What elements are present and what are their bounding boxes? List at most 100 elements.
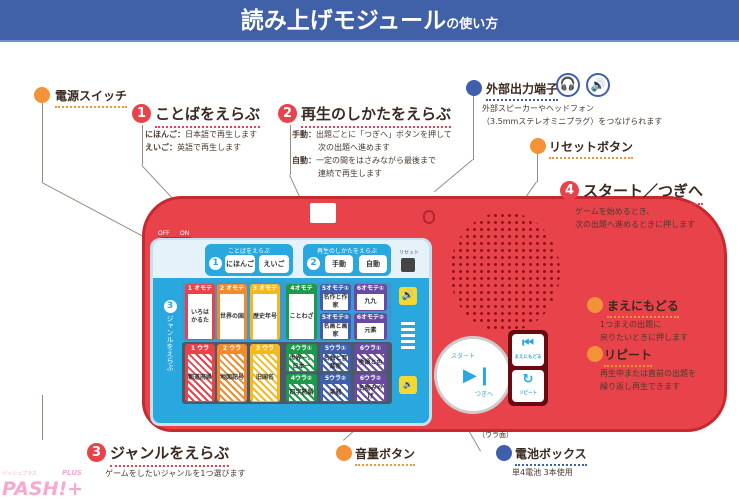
card-title: 世界の国 (220, 294, 244, 339)
genre-card[interactable]: 2 ウラ地図記号 (217, 344, 247, 402)
desc-key: にほんご： (145, 130, 185, 139)
desc-line: 次の出題へ進めるときに押します (575, 220, 695, 229)
genre-card[interactable]: 3 ウラ旧国名 (250, 344, 280, 402)
reset-label: リセット (399, 250, 420, 256)
desc-line: 単4電池 3本使用 (512, 468, 573, 477)
repeat-callout-label: リピート (604, 346, 653, 367)
card-title: 名画と画家 (323, 323, 348, 339)
card-header: 1 オモテ (187, 285, 213, 292)
next-label: つぎへ (475, 391, 494, 398)
card-header: 6ウラ② (359, 375, 382, 382)
leader-line (142, 125, 143, 165)
leader-line (42, 100, 43, 182)
auto-button[interactable]: 自動 (359, 255, 387, 273)
desc-line: 外部スピーカーやヘッドフォン (482, 104, 594, 113)
card-header: 1 ウラ (190, 345, 210, 352)
step1-label: ことばをえらぶ (155, 103, 261, 128)
back-callout-dot (587, 297, 603, 313)
playback-mode-title: 再生のしかたをえらぶ (316, 248, 377, 255)
reset-button[interactable] (401, 258, 415, 272)
desc-line: 連続で再生します (292, 167, 452, 180)
card-title: 世界一、日本一 (289, 354, 314, 371)
desc-line: 次の出題へ進めます (292, 141, 452, 154)
genre-title: ジャンルをえらぶ (166, 315, 174, 371)
output-jack[interactable] (423, 210, 435, 224)
speaker-grill (450, 212, 560, 332)
volume-down-button[interactable]: 🔉 (399, 376, 417, 394)
desc-key: 自動： (292, 156, 316, 165)
card-header: 4ウラ① (290, 345, 313, 352)
english-button[interactable]: えいご (259, 255, 289, 273)
step2-desc: 手動：出題ごとに「つぎへ」ボタンを押して次の出題へ進めます自動：一定の間をはさみ… (292, 128, 452, 180)
step1-num: 1 (132, 104, 151, 123)
power-callout-label: 電源スイッチ (55, 87, 128, 108)
reset-callout-dot (530, 138, 546, 154)
desc-line: ゲームを始めるとき、 (575, 207, 655, 216)
skip-back-icon: ⏮ (522, 336, 534, 351)
genre-card[interactable]: 4オモテことわざ (286, 284, 317, 340)
desc-text: 日本語で再生します (185, 130, 257, 139)
card-title: いろは かるた (188, 294, 212, 339)
leader-line (290, 125, 291, 175)
start-next-button[interactable]: スタート ▶❙ つぎへ (434, 336, 512, 414)
step3-num: 3 (87, 443, 106, 462)
genre-card[interactable]: 1 ウラ都道府県 (185, 344, 215, 402)
output-desc: 外部スピーカーやヘッドフォン（3.5mmステレオミニプラグ）をつなげられます (482, 102, 662, 128)
card-title: 旧国名 (253, 354, 277, 401)
desc-text: 次の出題へ進めます (318, 143, 390, 152)
volume-level-indicator (401, 322, 415, 352)
genre-label-strip: 3 ジャンルをえらぶ (160, 282, 180, 404)
desc-line: 手動：出題ごとに「つぎへ」ボタンを押して (292, 128, 452, 141)
repeat-button[interactable]: ↻リピート (512, 370, 544, 402)
back-button[interactable]: ⏮ まえにもどる (512, 334, 544, 366)
desc-line: 繰り返し再生できます (600, 382, 680, 391)
japanese-button[interactable]: にほんご (225, 255, 255, 273)
desc-line: 再生中または直前の出題を (600, 369, 696, 378)
battery-note: （ウラ面） (478, 431, 513, 439)
card-header: 5ウラ① (324, 345, 347, 352)
leader-line (473, 95, 474, 160)
card-title: 名物みやげ (357, 384, 384, 401)
volume-up-button[interactable]: 🔊 (399, 287, 417, 305)
genre-card[interactable]: 3 オモテ歴史年号 (250, 284, 280, 340)
start-label: スタート (451, 353, 476, 360)
desc-key: 手動： (292, 130, 316, 139)
card-header: 4ウラ② (290, 375, 313, 382)
leader-line (537, 152, 538, 182)
battery-callout-dot (496, 445, 512, 461)
power-callout-dot (34, 87, 50, 103)
desc-text: 出題ごとに「つぎへ」ボタンを押して (316, 130, 452, 139)
card-header: 5オモテ② (321, 314, 350, 321)
card-header: 5オモテ① (321, 285, 350, 292)
genre-card[interactable]: 4ウラ① 世界一、日本一 (286, 344, 317, 372)
repeat-icon: ↻ (522, 372, 534, 387)
manual-button[interactable]: 手動 (325, 255, 353, 273)
genre-card[interactable]: 2 オモテ世界の国 (217, 284, 247, 340)
desc-line: 自動：一定の間をはさみながら最後まで (292, 154, 452, 167)
card-header: 5ウラ② (324, 375, 347, 382)
reset-callout-label: リセットボタン (549, 138, 634, 159)
card-title: 歴史年号 (253, 294, 277, 339)
repeat-desc: 再生中または直前の出題を繰り返し再生できます (600, 367, 696, 393)
card-header: 2 オモテ (219, 285, 245, 292)
card-title: 四字熟語 (289, 384, 314, 401)
desc-key: えいご： (145, 143, 177, 152)
back-button-label: まえにもどる (514, 355, 542, 360)
desc-line: ゲームをしたいジャンルを1つ選びます (105, 469, 246, 478)
genre-card[interactable]: 4ウラ② 四字熟語 (286, 374, 317, 402)
step4-label: スタート／つぎへ (583, 180, 704, 205)
language-num: 1 (209, 257, 222, 270)
play-next-icon: ▶❙ (463, 365, 492, 386)
genre-card[interactable]: 5オモテ② 名画と画家 (320, 313, 351, 340)
genre-card[interactable]: 1 オモテいろは かるた (185, 284, 215, 340)
genre-card[interactable]: 6ウラ② 名物みやげ (354, 374, 387, 402)
page-title-suffix: の使い方 (446, 17, 499, 32)
mode-num: 2 (307, 257, 320, 270)
leader-line (42, 395, 43, 440)
